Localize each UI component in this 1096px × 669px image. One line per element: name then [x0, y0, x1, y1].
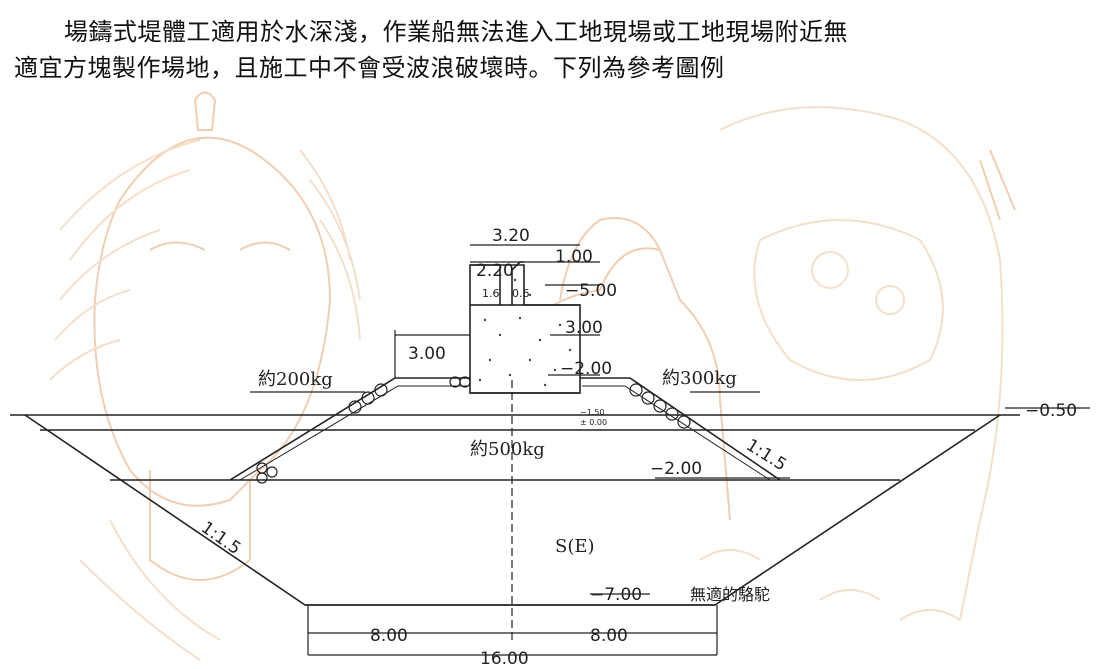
dim-half-left: 8.00: [370, 626, 408, 646]
pharaoh-watermark: [49, 91, 361, 661]
slope-left: 1:1.5: [197, 518, 244, 559]
slope-right: 1:1.5: [742, 435, 790, 475]
dim-sub-left: 1.6: [482, 287, 500, 300]
section-drawing: [10, 244, 1090, 656]
dim-elev-lower: −2.00: [650, 459, 702, 479]
dim-bottom: −7.00: [590, 585, 642, 605]
label-left-armor: 約200kg: [258, 369, 333, 390]
dim-elev-top: −5.00: [565, 281, 617, 301]
dim-water-level: −0.50: [1025, 401, 1077, 421]
armor-stones: [256, 376, 691, 484]
dim-elev-mid: −2.00: [560, 359, 612, 379]
caisson-body: [469, 304, 581, 394]
intro-line-1: 場鑄式堤體工適用於水深淺，作業船無法進入工地現場或工地現場附近無: [64, 18, 848, 46]
label-right-armor: 約300kg: [662, 368, 737, 389]
label-soil: S(E): [555, 536, 595, 557]
dim-left-width: 3.00: [408, 344, 446, 364]
dim-inner-width: 2.20: [476, 261, 514, 281]
intro-line-2: 適宜方塊製作場地，且施工中不會受波浪破壞時。下列為參考圖例: [14, 54, 725, 82]
dim-cap-height: 1.00: [555, 247, 593, 267]
watermark-text: 無適的駱駝: [690, 585, 770, 604]
dim-small-lower: ± 0.00: [580, 418, 607, 427]
intro-paragraph: 場鑄式堤體工適用於水深淺，作業船無法進入工地現場或工地現場附近無 適宜方塊製作場…: [14, 14, 1089, 86]
dim-half-right: 8.00: [590, 626, 628, 646]
dim-total: 16.00: [480, 649, 529, 669]
dim-small-upper: −1.50: [580, 408, 605, 417]
dim-right-width: 3.00: [565, 318, 603, 338]
label-core: 約500kg: [470, 439, 545, 460]
dim-top-width: 3.20: [492, 226, 530, 246]
camel-watermark: [509, 106, 1016, 621]
dim-sub-right: 0.6: [512, 287, 530, 300]
concrete-speckles: [478, 278, 572, 387]
